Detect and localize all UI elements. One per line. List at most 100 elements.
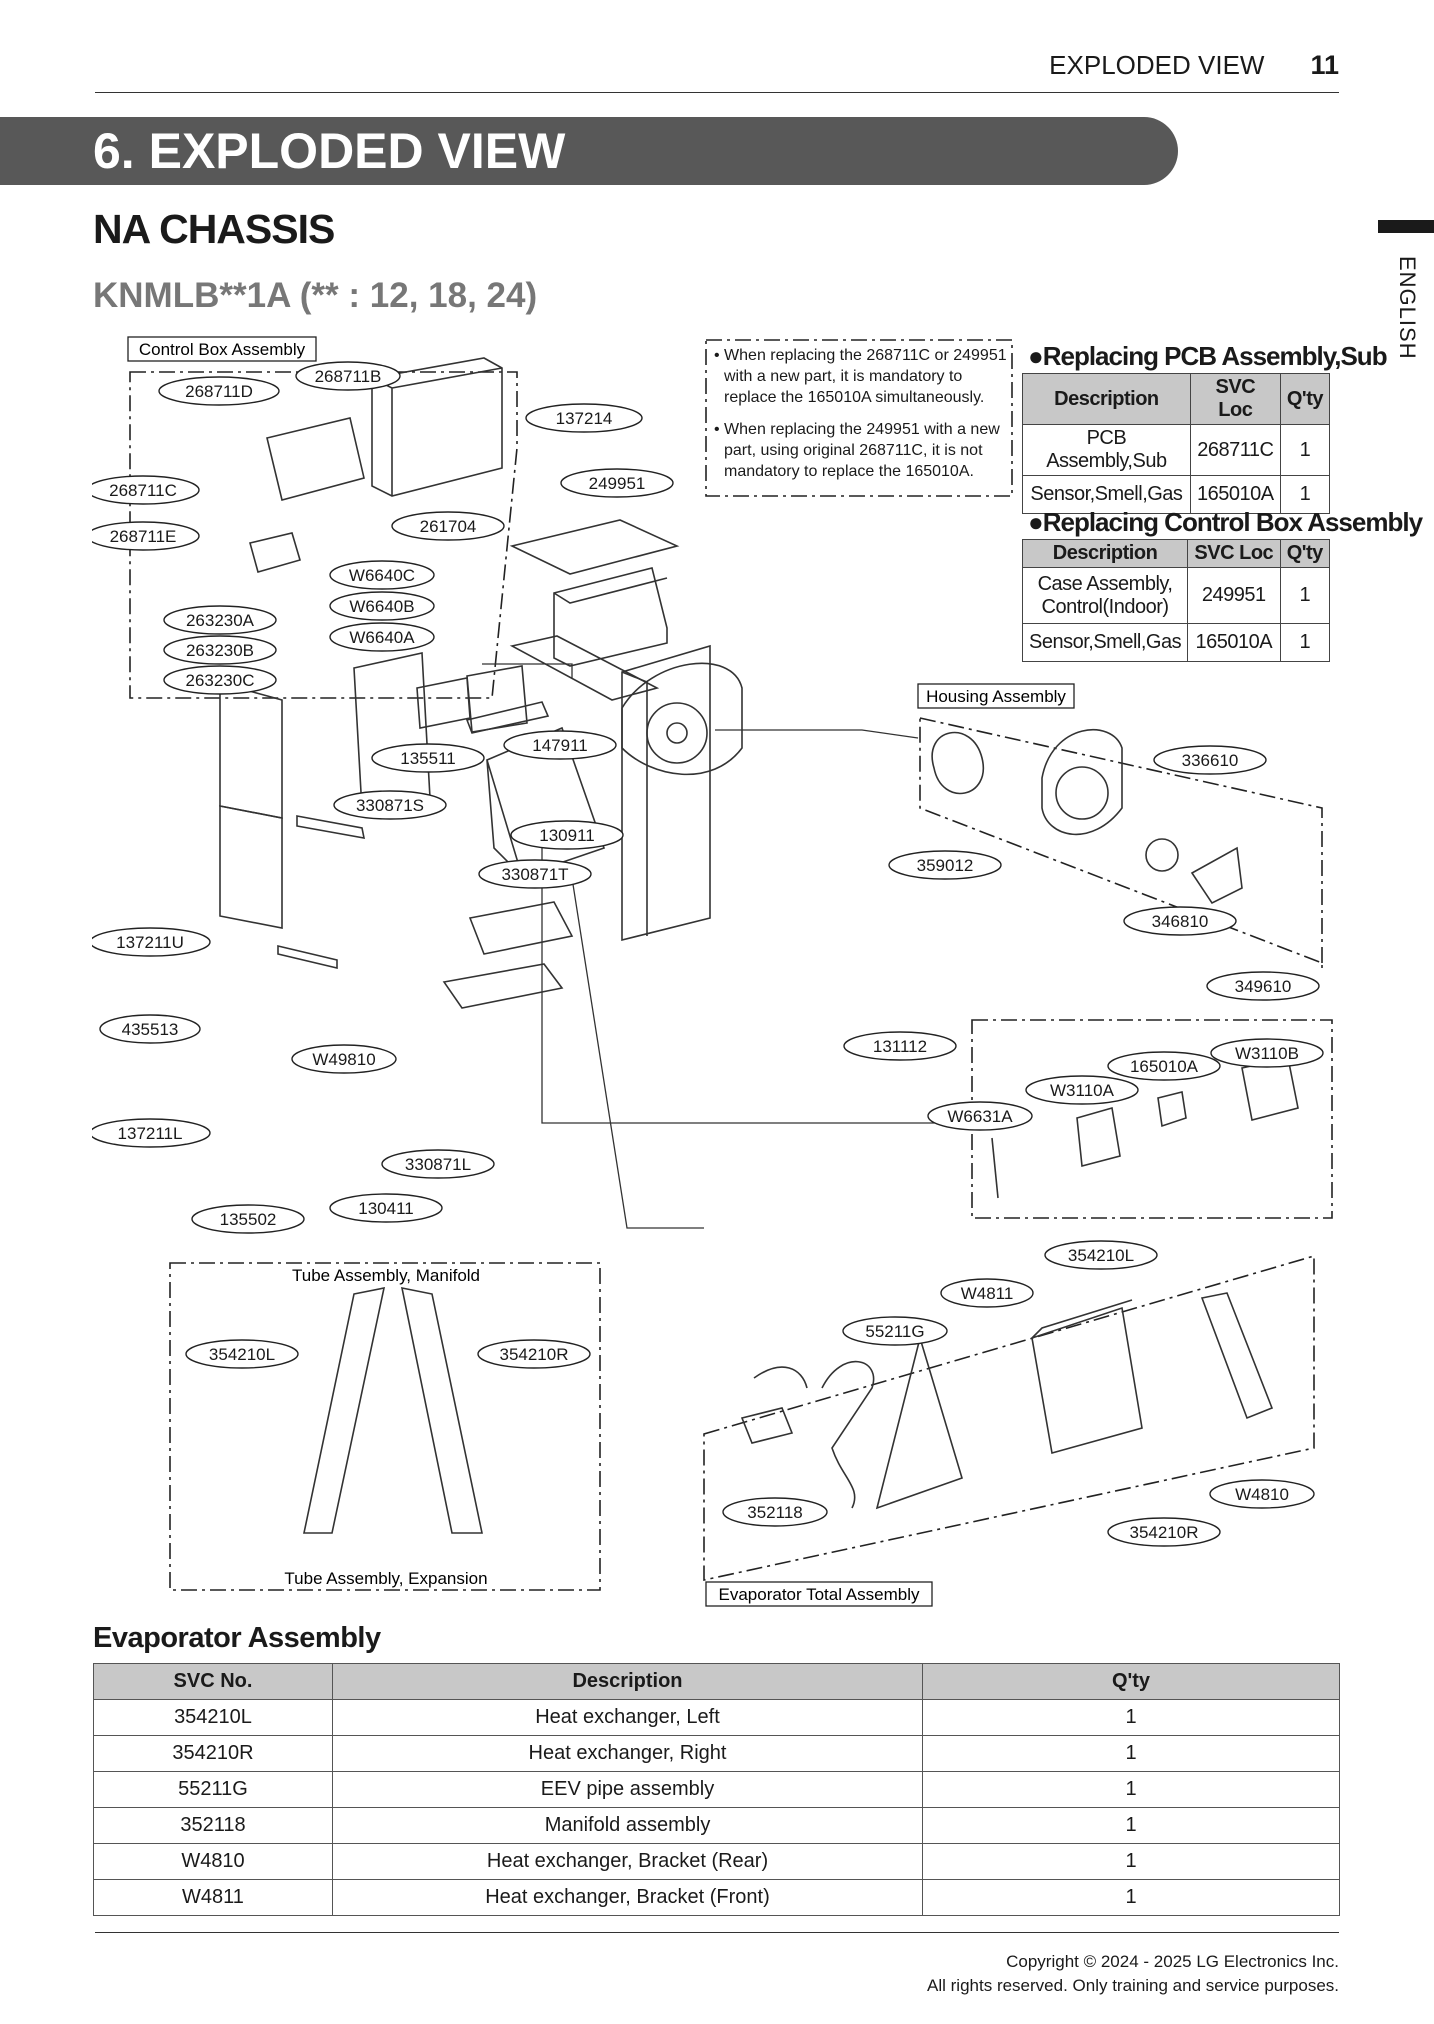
table-cell: 352118 bbox=[93, 1807, 333, 1844]
table-cell: 1 bbox=[922, 1843, 1340, 1880]
table-header-row: SVC No. Description Q'ty bbox=[93, 1663, 1340, 1700]
note-line: part, using original 268711C, it is not bbox=[724, 442, 983, 459]
table-cell: 1 bbox=[1279, 623, 1331, 662]
note-boundary bbox=[705, 339, 1013, 497]
page-number: 11 bbox=[1310, 50, 1339, 80]
evaporator-boundary bbox=[703, 1254, 1315, 1581]
part-callout: 137214 bbox=[556, 409, 613, 428]
note-line: mandatory to replace the 165010A. bbox=[724, 463, 974, 480]
part-callout: 352118 bbox=[747, 1503, 802, 1522]
table-cell: 249951 bbox=[1187, 567, 1281, 624]
table-cell: 1 bbox=[1279, 424, 1331, 476]
table-row: Case Assembly, Control(Indoor) 249951 1 bbox=[1021, 567, 1331, 624]
note-line: • When replacing the 268711C or 249951 bbox=[714, 347, 1007, 364]
part-callout: 268711E bbox=[110, 527, 177, 546]
table-cell: 354210R bbox=[93, 1735, 333, 1772]
table-cell: EEV pipe assembly bbox=[332, 1771, 923, 1808]
control-box-table-title: ●Replacing Control Box Assembly bbox=[1028, 507, 1423, 537]
part-callout: 330871S bbox=[356, 796, 424, 815]
chassis-heading: NA CHASSIS bbox=[93, 206, 335, 252]
table-header-row: Description SVC Loc Q'ty bbox=[1021, 539, 1331, 568]
control-box-label: Control Box Assembly bbox=[139, 340, 306, 359]
part-callout: 131112 bbox=[873, 1037, 927, 1056]
part-callout: W6640B bbox=[349, 597, 414, 616]
table-cell: 1 bbox=[1279, 567, 1331, 624]
evaporator-heading: Evaporator Assembly bbox=[93, 1622, 381, 1654]
table-cell: PCB Assembly,Sub bbox=[1022, 424, 1191, 476]
table-cell: 1 bbox=[922, 1807, 1340, 1844]
table-cell: 55211G bbox=[93, 1771, 333, 1808]
running-header: EXPLODED VIEW 11 bbox=[1049, 50, 1339, 81]
part-callout: 354210L bbox=[1068, 1246, 1134, 1265]
note-line: with a new part, it is mandatory to bbox=[723, 368, 962, 385]
table-cell: 165010A bbox=[1189, 475, 1281, 514]
tube-boundary bbox=[169, 1262, 601, 1591]
table-cell: Heat exchanger, Right bbox=[332, 1735, 923, 1772]
table-header: Description bbox=[1022, 373, 1191, 425]
part-callout: 268711D bbox=[185, 382, 253, 401]
part-callout: 268711C bbox=[109, 481, 177, 500]
part-callout: 349610 bbox=[1235, 977, 1292, 996]
table-header-row: Description SVC Loc Q'ty bbox=[1022, 373, 1331, 425]
part-callout: 330871T bbox=[501, 865, 568, 884]
part-callout: 137211U bbox=[116, 933, 184, 952]
running-header-section: EXPLODED VIEW bbox=[1049, 50, 1265, 80]
part-callout: 137211L bbox=[118, 1124, 183, 1143]
part-callout: W3110B bbox=[1235, 1044, 1299, 1063]
table-row: Sensor,Smell,Gas 165010A 1 bbox=[1021, 623, 1331, 662]
header-rule bbox=[95, 92, 1339, 93]
part-callout: 330871L bbox=[405, 1155, 471, 1174]
tube-manifold-label: Tube Assembly, Manifold bbox=[292, 1266, 480, 1285]
part-callout: 435513 bbox=[122, 1020, 179, 1039]
table-cell: Heat exchanger, Left bbox=[332, 1699, 923, 1736]
table-cell: 354210L bbox=[93, 1699, 333, 1736]
housing-label: Housing Assembly bbox=[926, 687, 1066, 706]
table-cell: Sensor,Smell,Gas bbox=[1022, 475, 1191, 514]
table-cell: 1 bbox=[922, 1771, 1340, 1808]
control-box-boundary bbox=[129, 371, 518, 699]
table-cell: Heat exchanger, Bracket (Rear) bbox=[332, 1843, 923, 1880]
table-cell: 1 bbox=[1279, 475, 1331, 514]
part-callout: 135511 bbox=[400, 749, 455, 768]
part-callout: 359012 bbox=[917, 856, 974, 875]
model-heading: KNMLB**1A (** : 12, 18, 24) bbox=[93, 276, 538, 315]
table-row: PCB Assembly,Sub 268711C 1 bbox=[1022, 424, 1331, 476]
part-callout: W4811 bbox=[961, 1284, 1014, 1303]
part-callout: 130411 bbox=[358, 1199, 413, 1218]
table-cell: Case Assembly, Control(Indoor) bbox=[1021, 567, 1189, 624]
table-row: Sensor,Smell,Gas 165010A 1 bbox=[1022, 475, 1331, 514]
tube-expansion-label: Tube Assembly, Expansion bbox=[284, 1569, 487, 1588]
table-cell: Manifold assembly bbox=[332, 1807, 923, 1844]
table-header: Description bbox=[332, 1663, 923, 1700]
housing-boundary bbox=[919, 717, 1323, 968]
copyright-line: All rights reserved. Only training and s… bbox=[927, 1976, 1339, 1995]
part-callout: W6640C bbox=[349, 566, 415, 585]
table-cell: 165010A bbox=[1187, 623, 1281, 662]
part-callout: 165010A bbox=[1130, 1057, 1199, 1076]
table-header: SVC No. bbox=[93, 1663, 333, 1700]
part-callout: 263230C bbox=[185, 671, 254, 690]
table-header: Q'ty bbox=[1279, 373, 1331, 425]
part-callout: 147911 bbox=[532, 736, 587, 755]
language-tab-marker bbox=[1378, 220, 1434, 233]
table-cell: 1 bbox=[922, 1879, 1340, 1916]
table-cell: W4811 bbox=[93, 1879, 333, 1916]
table-cell: Sensor,Smell,Gas bbox=[1021, 623, 1189, 662]
pcb-table: Description SVC Loc Q'ty PCB Assembly,Su… bbox=[1022, 373, 1331, 514]
sensor-boundary bbox=[971, 1019, 1333, 1219]
part-callout: 249951 bbox=[589, 474, 646, 493]
part-callout: 268711B bbox=[315, 367, 382, 386]
table-header: SVC Loc bbox=[1187, 539, 1281, 568]
part-callout: 263230A bbox=[186, 611, 255, 630]
part-callout: 135502 bbox=[220, 1210, 277, 1229]
part-callout: 55211G bbox=[865, 1322, 924, 1341]
table-header: Description bbox=[1021, 539, 1189, 568]
table-cell: 268711C bbox=[1189, 424, 1281, 476]
